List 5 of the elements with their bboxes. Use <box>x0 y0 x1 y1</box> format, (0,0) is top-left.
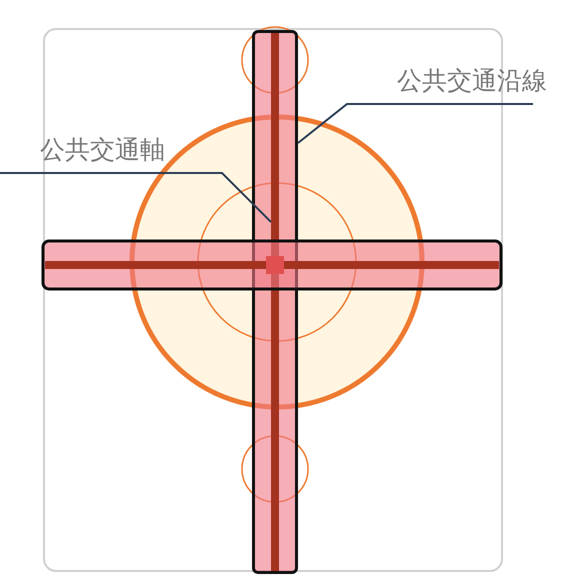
leader-line <box>0 172 272 223</box>
vertical-corridor-band <box>252 30 298 574</box>
axis-label: 公共交通軸 <box>40 135 165 165</box>
leader-line <box>297 103 533 144</box>
corridor-label: 公共交通沿線 <box>397 66 547 96</box>
